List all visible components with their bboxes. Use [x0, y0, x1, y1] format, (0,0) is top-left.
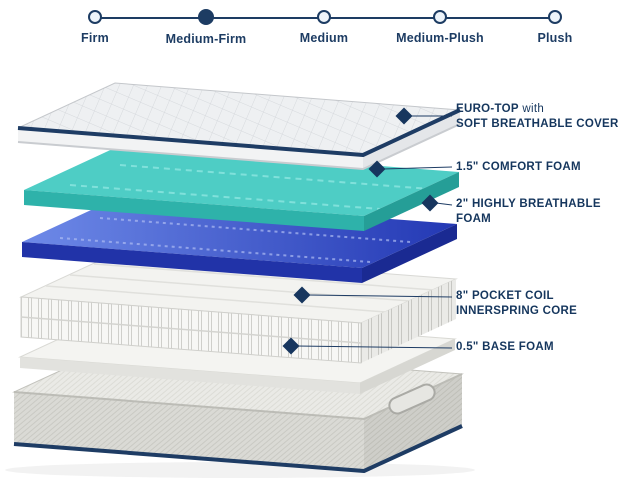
- callout-text: SOFT BREATHABLE COVER: [456, 118, 619, 130]
- firmness-stop-plush[interactable]: Plush: [495, 10, 615, 45]
- callout-text: 2" HIGHLY BREATHABLE: [456, 198, 601, 210]
- layer-comfort-foam: [24, 146, 459, 231]
- firmness-label: Medium-Plush: [396, 31, 484, 45]
- firmness-label: Medium-Firm: [165, 32, 247, 46]
- callout-comfort-foam: 1.5" COMFORT FOAM: [456, 160, 581, 175]
- callout-line-breathable-foam: [435, 202, 453, 206]
- callout-text: 1.5" COMFORT FOAM: [456, 161, 581, 173]
- firmness-label: Plush: [537, 31, 573, 45]
- layer-breathable-foam: [22, 198, 457, 283]
- foundation-handle: [388, 383, 436, 415]
- firmness-stop-medium-firm[interactable]: Medium-Firm: [146, 9, 266, 46]
- callout-breathable-foam: 2" HIGHLY BREATHABLE FOAM: [456, 197, 601, 227]
- firmness-dot-icon[interactable]: [433, 10, 447, 24]
- firmness-dot-selected-icon[interactable]: [198, 9, 214, 25]
- firmness-label: Firm: [81, 31, 109, 45]
- callout-base-foam: 0.5" BASE FOAM: [456, 340, 554, 355]
- callout-line-pocket-coil: [307, 294, 453, 298]
- firmness-stop-medium[interactable]: Medium: [264, 10, 384, 45]
- firmness-stop-firm[interactable]: Firm: [35, 10, 155, 45]
- firmness-dot-icon[interactable]: [317, 10, 331, 24]
- firmness-dot-icon[interactable]: [548, 10, 562, 24]
- callout-pocket-coil: 8" POCKET COIL INNERSPRING CORE: [456, 289, 577, 319]
- firmness-dot-icon[interactable]: [88, 10, 102, 24]
- callout-text: EURO-TOP: [456, 103, 519, 115]
- firmness-label: Medium: [299, 31, 349, 45]
- callout-lines: [296, 115, 453, 349]
- layer-euro-top: [17, 82, 461, 171]
- firmness-stop-medium-plush[interactable]: Medium-Plush: [380, 10, 500, 45]
- ground-shadow: [5, 462, 475, 478]
- callout-text: 8" POCKET COIL: [456, 290, 554, 302]
- layer-pocket-coil: [19, 252, 458, 364]
- callout-line-comfort-foam: [382, 166, 453, 170]
- callout-text: FOAM: [456, 213, 492, 225]
- callout-line-base-foam: [296, 345, 453, 349]
- callout-text: INNERSPRING CORE: [456, 305, 578, 317]
- callout-euro-top: EURO-TOP with SOFT BREATHABLE COVER: [456, 102, 619, 132]
- callout-text: with: [518, 103, 545, 115]
- callout-text: 0.5" BASE FOAM: [456, 341, 554, 353]
